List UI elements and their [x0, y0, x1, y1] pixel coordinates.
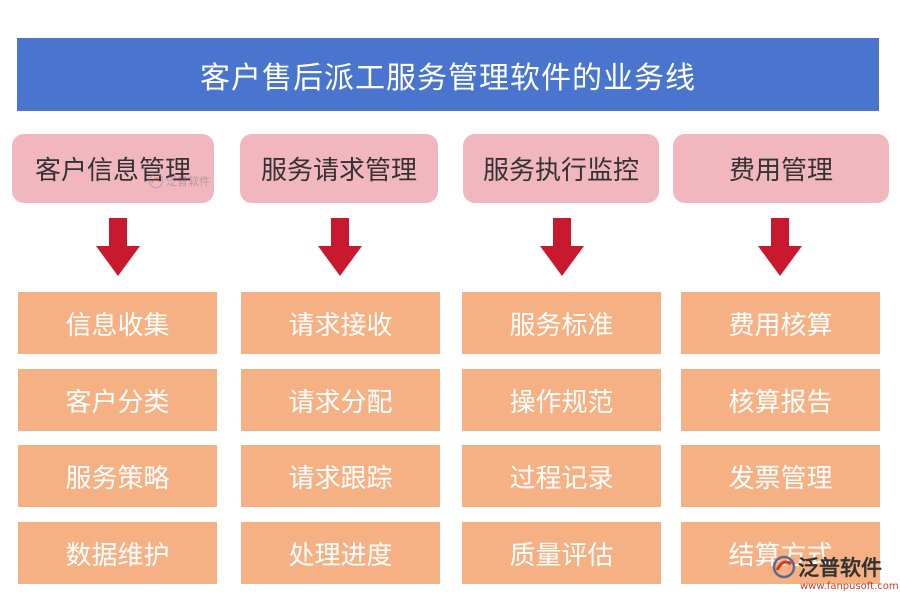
item-cost-management-4: 结算方式 — [681, 522, 880, 584]
watermark-logo-faint: 泛普软件 — [148, 170, 218, 192]
item-service-request-3: 请求跟踪 — [241, 445, 440, 507]
item-customer-info-4: 数据维护 — [18, 522, 217, 584]
down-arrow-icon — [318, 218, 362, 276]
item-service-execution-1: 服务标准 — [462, 292, 661, 354]
category-customer-info: 客户信息管理 — [12, 134, 214, 203]
watermark-small-brand: 泛普软件 — [166, 175, 210, 188]
down-arrow-icon — [758, 218, 802, 276]
item-service-request-2: 请求分配 — [241, 369, 440, 431]
item-service-execution-2: 操作规范 — [462, 369, 661, 431]
item-customer-info-3: 服务策略 — [18, 445, 217, 507]
item-service-execution-3: 过程记录 — [462, 445, 661, 507]
category-service-request: 服务请求管理 — [240, 134, 438, 203]
down-arrow-icon — [540, 218, 584, 276]
item-customer-info-2: 客户分类 — [18, 369, 217, 431]
item-service-request-4: 处理进度 — [241, 522, 440, 584]
item-service-execution-4: 质量评估 — [462, 522, 661, 584]
watermark-brand: 泛普软件 — [798, 556, 882, 580]
item-cost-management-3: 发票管理 — [681, 445, 880, 507]
watermark: 泛普软件 www.fanpusoft.com — [770, 552, 899, 598]
item-cost-management-1: 费用核算 — [681, 292, 880, 354]
category-service-execution: 服务执行监控 — [463, 134, 659, 203]
item-cost-management-2: 核算报告 — [681, 369, 880, 431]
item-customer-info-1: 信息收集 — [18, 292, 217, 354]
item-service-request-1: 请求接收 — [241, 292, 440, 354]
down-arrow-icon — [96, 218, 140, 276]
brand-logo-icon — [148, 173, 164, 189]
brand-logo-icon — [772, 555, 796, 579]
category-cost-management: 费用管理 — [673, 134, 889, 203]
diagram-title: 客户售后派工服务管理软件的业务线 — [17, 38, 879, 111]
watermark-url: www.fanpusoft.com — [800, 581, 899, 592]
